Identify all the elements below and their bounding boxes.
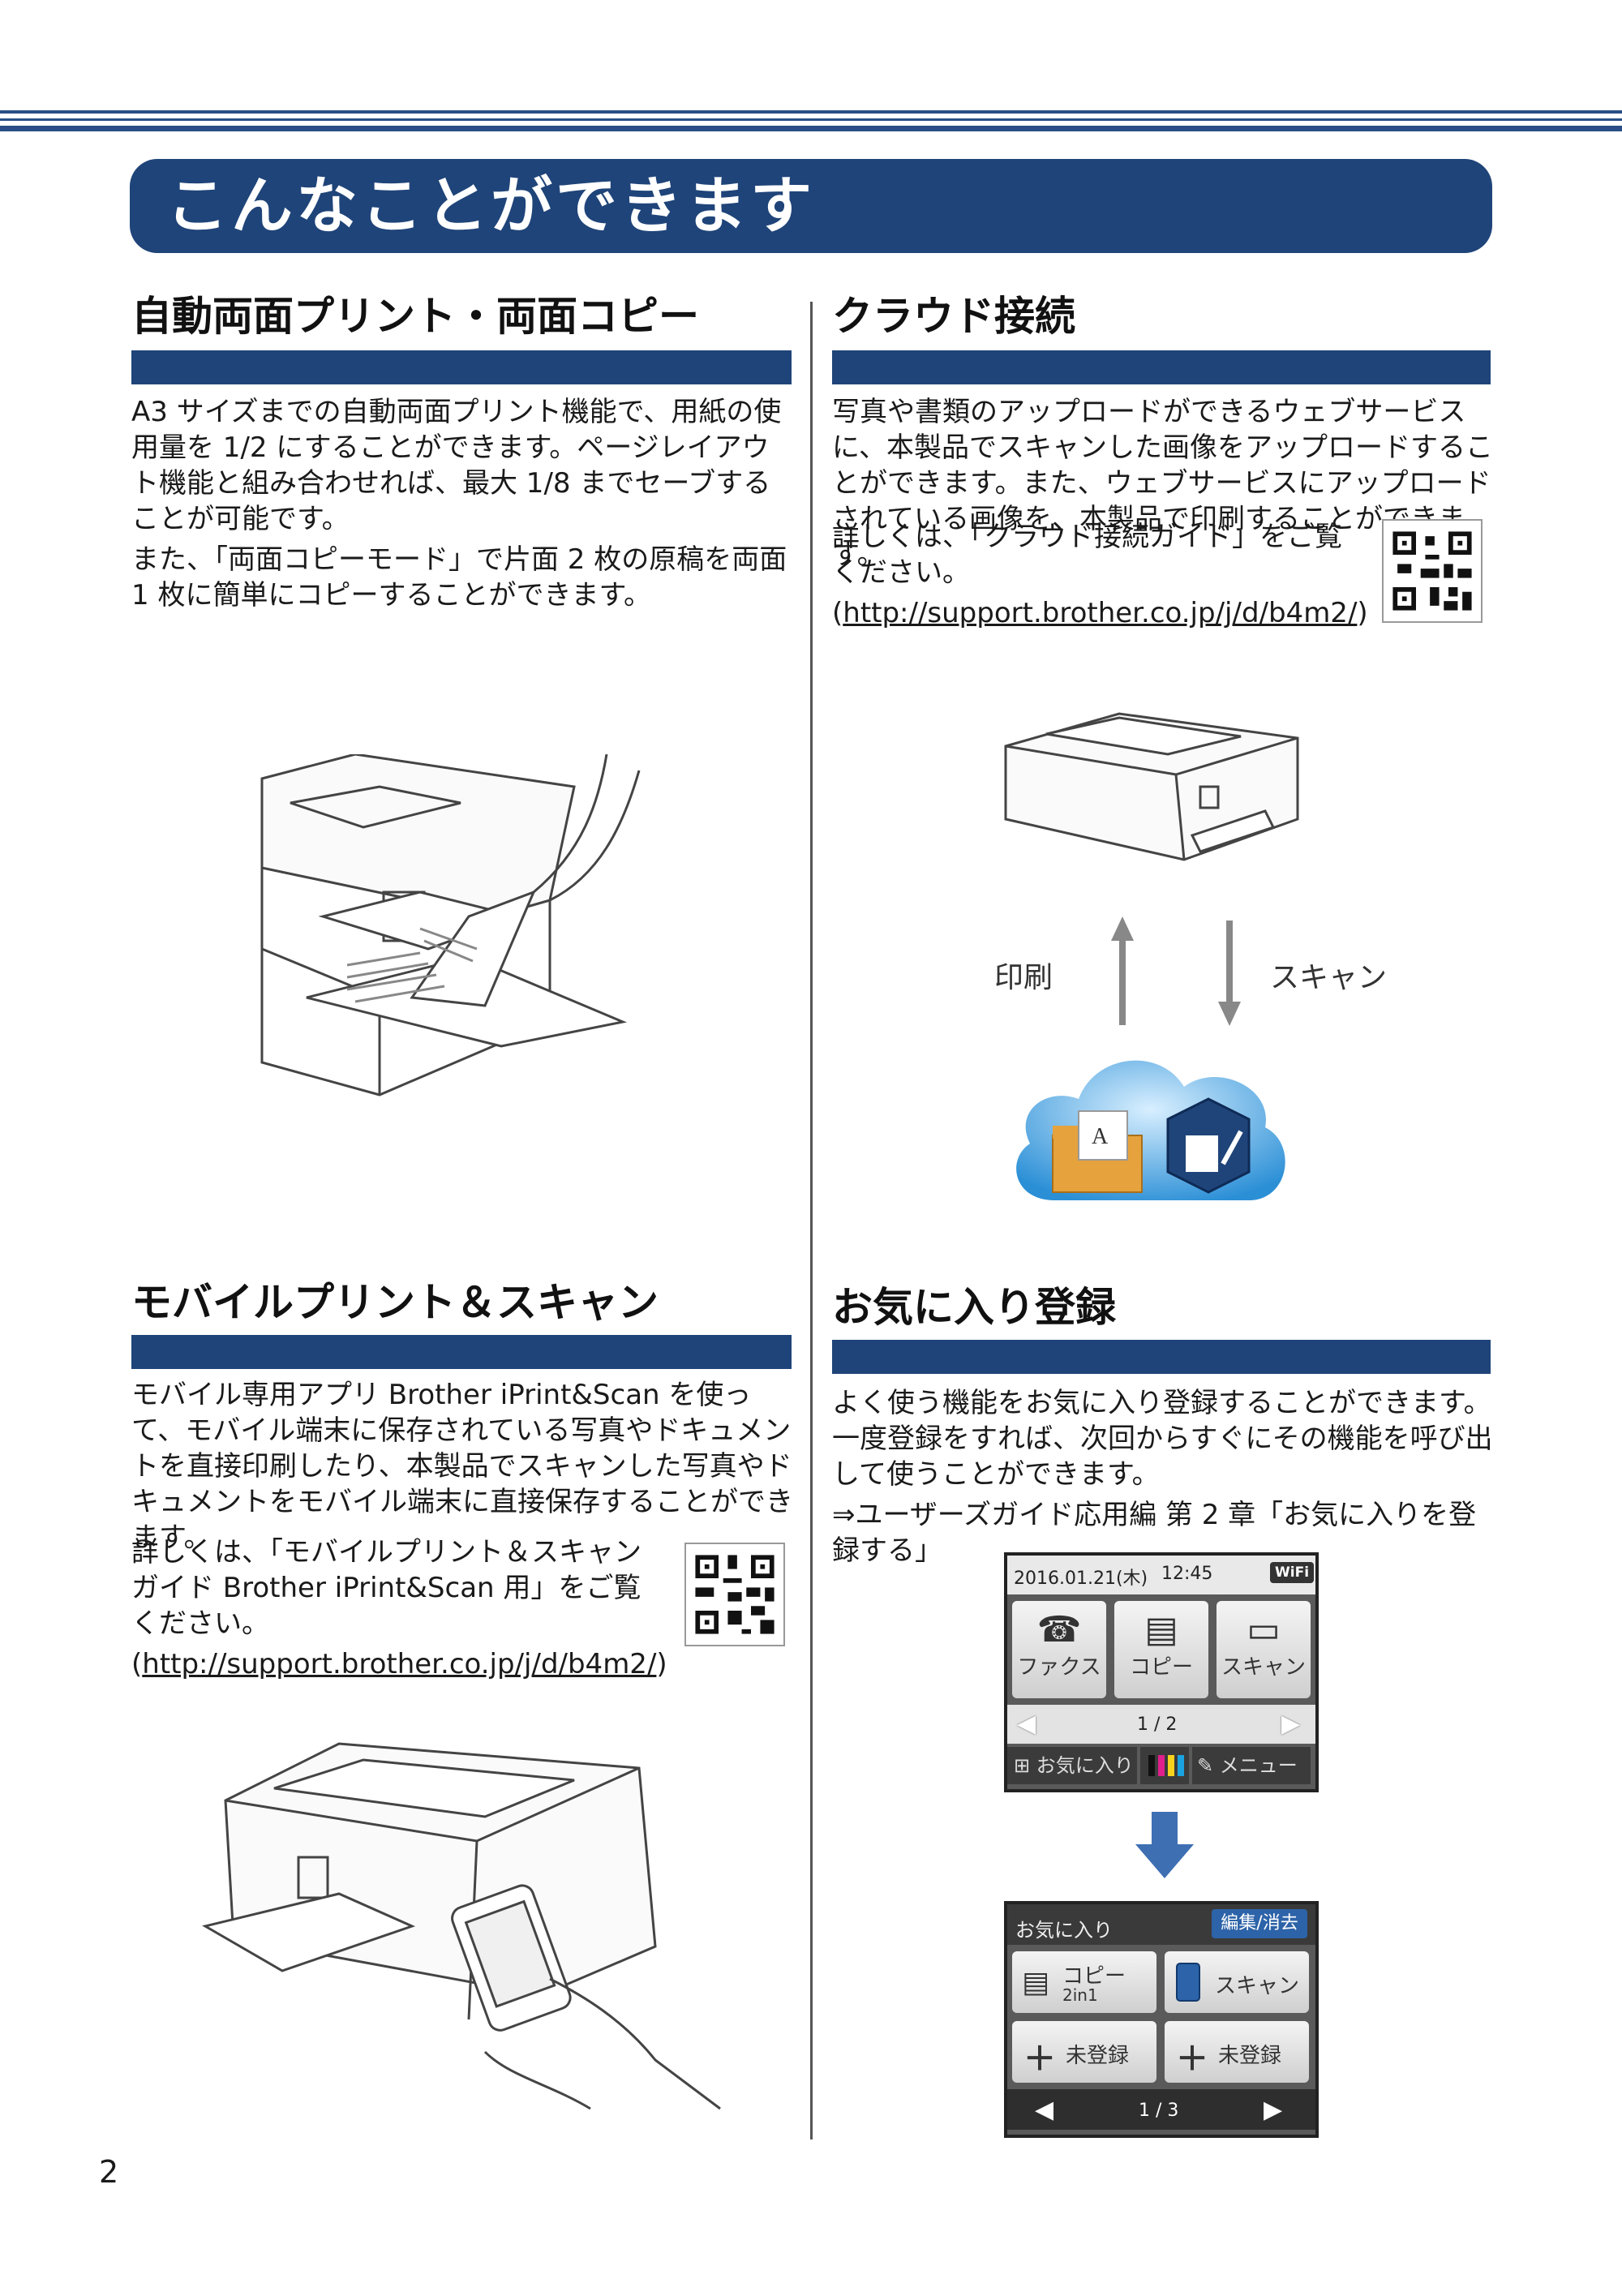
scan-icon: ▭	[1247, 1609, 1281, 1650]
edit-delete-button[interactable]: 編集/消去	[1212, 1909, 1307, 1938]
copy-doc-icon: ▤	[1022, 1966, 1050, 1999]
section-title-favorite: お気に入り登録	[832, 1284, 1116, 1331]
prev-page-icon[interactable]: ◀	[1017, 1710, 1036, 1738]
section-bar	[131, 1335, 792, 1369]
lcd-date: 2016.01.21(木)	[1014, 1569, 1148, 1589]
section-bar	[131, 350, 792, 384]
lcd-favorites-screen: お気に入り 編集/消去 ▤ コピー 2in1 スキャン ＋ 未登録 ＋ 未登録 …	[1004, 1901, 1319, 2138]
section-title-duplex: 自動両面プリント・両面コピー	[131, 293, 699, 340]
section-title-cloud: クラウド接続	[832, 293, 1075, 340]
section-body-mobile-more: 詳しくは、「モバイルプリント＆スキャンガイド Brother iPrint&Sc…	[131, 1534, 667, 1687]
lcd-pager: ◀ 1 / 3 ▶	[1007, 2089, 1315, 2130]
cloud-icon: A	[1016, 1060, 1285, 1200]
down-arrow-icon	[1135, 1812, 1194, 1878]
support-link[interactable]: http://support.brother.co.jp/j/d/b4m2/	[843, 597, 1358, 629]
scan-button[interactable]: ▭ スキャン	[1216, 1601, 1311, 1698]
svg-text:A: A	[1092, 1124, 1109, 1149]
lcd-status-bar: 2016.01.21(木) 12:45 WiFi	[1007, 1556, 1315, 1594]
plus-icon: ＋	[1023, 2041, 1056, 2078]
section-body-duplex: A3 サイズまでの自動両面プリント機能で、用紙の使用量を 1/2 にすることがで…	[131, 394, 795, 618]
column-divider	[810, 302, 813, 2139]
favorite-copy-sublabel: 2in1	[1062, 1985, 1098, 2005]
section-bar	[832, 350, 1491, 384]
paren: (	[131, 1648, 143, 1680]
menu-label: メニュー	[1219, 1754, 1298, 1777]
page-number: 2	[99, 2154, 119, 2190]
paragraph: また、「両面コピーモード」で片面 2 枚の原稿を両面 1 枚に簡単にコピーするこ…	[131, 543, 787, 612]
plus-icon: ＋	[1176, 2041, 1208, 2078]
paren: )	[656, 1648, 667, 1680]
copy-icon: ▤	[1144, 1609, 1178, 1650]
favorite-shortcut[interactable]: ⊞ お気に入り	[1007, 1747, 1137, 1784]
page-indicator: 1 / 2	[1137, 1714, 1178, 1735]
next-page-icon[interactable]: ▶	[1264, 2096, 1283, 2124]
menu-button[interactable]: ✎ メニュー	[1192, 1747, 1311, 1784]
tools-icon: ✎	[1197, 1754, 1214, 1777]
copy-label: コピー	[1129, 1655, 1193, 1680]
favorites-title: お気に入り	[1015, 1919, 1113, 1942]
section-body-cloud: 写真や書類のアップロードができるウェブサービスに、本製品でスキャンした画像をアッ…	[832, 394, 1494, 577]
prev-page-icon[interactable]: ◀	[1035, 2096, 1054, 2124]
plus-icon: ⊞	[1014, 1754, 1031, 1777]
paragraph: ⇒ユーザーズガイド応用編 第 2 章「お気に入りを登録する」	[832, 1499, 1477, 1567]
favorite-copy-label: コピー	[1062, 1964, 1126, 1989]
fax-button[interactable]: ☎ ファクス	[1012, 1601, 1106, 1698]
section-title-mobile: モバイルプリント＆スキャン	[131, 1279, 659, 1326]
header-rule	[0, 118, 1622, 121]
favorite-shortcut-label: お気に入り	[1036, 1754, 1134, 1777]
header-rule	[0, 126, 1622, 131]
support-link[interactable]: http://support.brother.co.jp/j/d/b4m2/	[142, 1648, 657, 1680]
phone-icon	[1176, 1963, 1200, 2002]
favorites-header: お気に入り 編集/消去	[1007, 1904, 1315, 1945]
label-scan: スキャン	[1270, 961, 1388, 994]
paren: (	[832, 597, 843, 629]
paragraph: モバイル専用アプリ Brother iPrint&Scan を使って、モバイル端…	[131, 1379, 793, 1554]
header-rule	[0, 110, 1622, 114]
favorite-copy-button[interactable]: ▤ コピー 2in1	[1012, 1951, 1156, 2013]
page-title: こんなことができます	[166, 170, 815, 242]
printer-cloud-illustration	[1004, 712, 1299, 861]
qr-code	[1382, 519, 1483, 623]
favorite-empty-button[interactable]: ＋ 未登録	[1012, 2021, 1156, 2083]
paragraph: 写真や書類のアップロードができるウェブサービスに、本製品でスキャンした画像をアッ…	[832, 396, 1493, 571]
favorite-scan-button[interactable]: スキャン	[1165, 1951, 1309, 2013]
label-print: 印刷	[994, 961, 1053, 994]
paren: )	[1357, 597, 1368, 629]
section-bar	[832, 1340, 1491, 1374]
upload-download-arrows	[1111, 916, 1241, 1026]
paragraph: 詳しくは、「クラウド接続ガイド」をご覧ください。	[832, 521, 1342, 589]
ink-level-icon[interactable]	[1140, 1747, 1189, 1784]
favorite-empty-label: 未登録	[1218, 2044, 1282, 2068]
page-indicator: 1 / 3	[1139, 2101, 1179, 2121]
qr-code-icon	[695, 1555, 775, 1634]
fax-icon: ☎	[1036, 1609, 1082, 1650]
copy-button[interactable]: ▤ コピー	[1114, 1601, 1208, 1698]
section-body-favorite: よく使う機能をお気に入り登録することができます。一度登録をすれば、次回からすぐに…	[832, 1385, 1494, 1573]
favorite-empty-label: 未登録	[1066, 2044, 1130, 2068]
scan-label: スキャン	[1221, 1655, 1306, 1680]
paragraph: A3 サイズまでの自動両面プリント機能で、用紙の使用量を 1/2 にすることがで…	[131, 396, 782, 535]
lcd-pager: ◀ 1 / 2 ▶	[1007, 1705, 1315, 1744]
paragraph: 詳しくは、「モバイルプリント＆スキャンガイド Brother iPrint&Sc…	[131, 1536, 642, 1640]
fax-label: ファクス	[1017, 1655, 1101, 1680]
section-body-mobile: モバイル専用アプリ Brother iPrint&Scan を使って、モバイル端…	[131, 1377, 795, 1560]
next-page-icon[interactable]: ▶	[1281, 1710, 1301, 1738]
section-body-cloud-more: 詳しくは、「クラウド接続ガイド」をご覧ください。 (http://support…	[832, 519, 1368, 636]
printer-mobile-illustration	[202, 1742, 721, 2110]
lcd-home-screen: 2016.01.21(木) 12:45 WiFi ☎ ファクス ▤ コピー ▭ …	[1004, 1552, 1319, 1792]
qr-code	[684, 1543, 785, 1646]
lcd-time: 12:45	[1161, 1564, 1213, 1584]
wifi-icon[interactable]: WiFi	[1270, 1562, 1315, 1583]
page-banner	[130, 159, 1492, 253]
paragraph: よく使う機能をお気に入り登録することができます。一度登録をすれば、次回からすぐに…	[832, 1387, 1493, 1491]
qr-code-icon	[1392, 531, 1472, 611]
favorite-scan-label: スキャン	[1215, 1974, 1300, 1998]
favorite-empty-button[interactable]: ＋ 未登録	[1165, 2021, 1309, 2083]
printer-duplex-illustration	[260, 754, 641, 1097]
